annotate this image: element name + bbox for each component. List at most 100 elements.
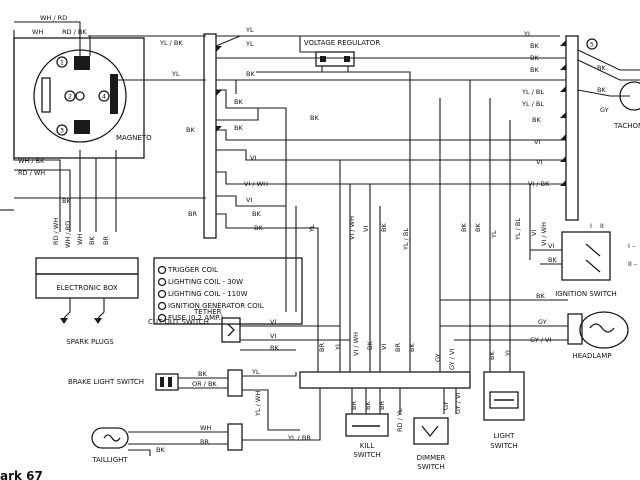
wire-label-bk-left: BK [62,197,71,205]
wire-wh [13,30,61,232]
kill-switch-label-1: KILL [360,442,375,450]
vl-vi-wh-low: VI / WH [352,332,360,356]
brake-light-switch-contact-1 [160,377,164,387]
taillight-label: TAILLIGHT [91,456,128,464]
dimmer-switch-label-2: SWITCH [417,463,444,471]
wl-br-1: BR [188,210,197,218]
ignition-switch-label: IGNITION SWITCH [555,290,617,298]
spark-plugs-label: SPARK PLUGS [66,338,114,346]
tl-wire-br: BR [200,438,209,446]
ign-wire-bk: BK [548,256,557,264]
vl-vi-center: VI [362,226,370,232]
wire-bk-loop [216,89,259,121]
legend-item-1: TRIGGER COIL [167,266,218,274]
vr-terminal-1 [320,56,326,62]
dm-wire-gy-vi: GY / VI [454,393,462,414]
magneto-marker-3: 3 [60,127,64,135]
vl-vi-wh-center: VI / WH [348,216,356,240]
tether-label-1: TETHER [193,308,222,316]
kill-switch-body [345,413,389,437]
taillight-body [91,427,129,449]
main-harness [215,35,566,372]
coil-right [110,74,118,114]
wl-bk-7: BK [254,224,263,232]
wire-label-wh-bk: WH / BK [18,157,45,165]
wire-yl-top-2 [215,35,560,47]
kill-switch-label-2: SWITCH [353,451,380,459]
vl-yl-bl-right: YL / BL [514,218,522,241]
tach-lead-1 [577,49,640,71]
wl-vi-2: VI [246,196,252,204]
tach-lead-3 [577,89,630,97]
wire-vi-2 [216,149,566,161]
tt-wire-bk: BK [270,344,279,352]
tach-wire-gy: GY [600,106,609,114]
wl-r-yl-1: YL [523,30,532,38]
wl-r-bk-1: BK [530,42,539,50]
vl-bk-low-3: BK [488,351,496,360]
magneto-marker-2: 2 [68,93,72,101]
br-wire-or-bk: OR / BK [192,380,217,388]
wl-bk-5: BK [252,210,261,218]
wl-r-vi-2: VI [536,158,542,166]
brake-light-switch: BRAKE LIGHT SWITCH BK OR / BK YL YL / WH [68,368,300,431]
dm-wire-rd-yl: RD / YL [396,408,404,432]
tachometer-label: TACHOM [613,122,640,130]
spark-lead-left [63,298,71,319]
dimmer-switch: RD / YL GY GY / VI DIMMER SWITCH [396,388,462,471]
vr-terminal-2 [344,56,350,62]
wl-r-bk-4: BK [532,116,541,124]
tachometer-body [619,81,640,111]
vl-gy-low: GY [434,353,442,362]
vl-bk-right-2: BK [474,223,482,232]
tl-wire-yl-br: YL / BR [287,434,311,442]
ignition-switch: I II I – II – VI BK IGNITION SWITCH [530,222,637,298]
vl-bk-center: BK [380,223,388,232]
vl-br-low-2: BR [394,343,402,352]
ks-wire-br: BR [350,401,358,410]
wl-r-vi-1: VI [534,138,540,146]
vl-vi-wh-right: VI / WH [540,222,548,246]
wire-rd-wh [14,169,71,232]
tail-lead-bk [128,449,151,456]
vl-vi-right: VI [530,230,538,236]
wl-bk-4: BK [310,114,319,122]
wl-r-yl-bl-1: YL / BL [521,88,544,96]
marker-circle-4 [98,90,110,102]
hl-wire-bk: BK [536,292,545,300]
magneto-shaft [75,91,85,101]
wl-r-bk-3: BK [530,66,539,74]
legend-bullet-3 [157,289,167,299]
tachometer: 5 BK BK GY TACHOM [577,38,640,130]
light-switch-frame [483,371,525,421]
connector-right-pins [560,40,566,186]
tach-wire-bk: BK [597,64,606,72]
wire-bk-down [258,107,287,312]
vl-bk-low: BK [366,341,374,350]
voltage-regulator-body [315,51,355,67]
light-switch-label-1: LIGHT [494,432,516,440]
vl-yl-right: YL [490,230,498,239]
brake-light-switch-label: BRAKE LIGHT SWITCH [68,378,144,386]
headlamp-bulb [579,311,629,349]
legend-bullet-4 [157,301,167,311]
headlamp-socket [567,313,583,345]
wire-label-wh: WH [32,28,43,36]
taillight-connector [227,423,243,451]
brake-lead-yl [242,372,297,377]
wl-vi-wh-1: VI / WH [244,180,268,188]
vlabel-rd: RD / WH [52,218,60,245]
dimmer-switch-body [413,417,449,445]
vl-yl-low-3: YL [504,348,512,357]
tether-switch-body [221,317,241,343]
tach-wire-bk-2: BK [597,86,606,94]
wl-bk-6: BK [186,126,195,134]
magneto: 1 2 3 4 MAGNETO [13,37,152,159]
wire-label-yl-mag: YL [171,70,180,78]
tether-switch-contact [227,323,235,337]
vl-bk-right: BK [460,223,468,232]
wl-r-vi-bk: VI / BK [528,180,550,188]
wire-bk-low [216,213,319,372]
kill-switch: BR BK BR KILL SWITCH [345,388,389,459]
connector-right [565,35,579,221]
